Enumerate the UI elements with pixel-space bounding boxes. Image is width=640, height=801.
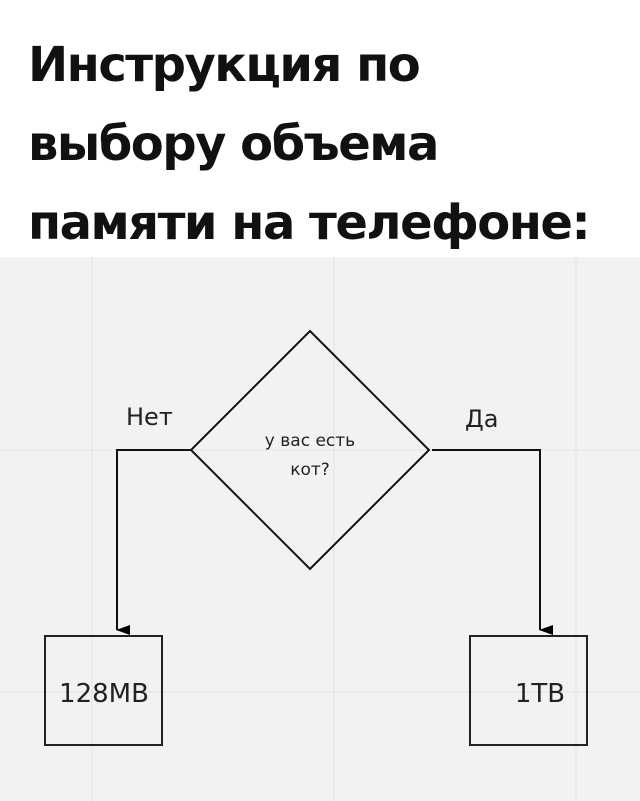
result-box-no: [44, 635, 163, 746]
yes-label: Да: [465, 405, 498, 433]
title-line-2: выбору объема: [28, 116, 439, 172]
decision-diamond: [189, 329, 431, 571]
grid-lines: [0, 257, 640, 801]
result-no-text: 128MB: [59, 679, 149, 709]
page-title: Инструкция по выбору объема памяти на те…: [28, 26, 628, 263]
decision-question-line2: кот?: [290, 460, 330, 480]
flowchart-canvas: Нет Да у вас есть кот? 128MB 1TB: [0, 257, 640, 801]
result-box-yes: [469, 635, 588, 746]
flowchart: Нет Да у вас есть кот? 128MB 1TB: [0, 257, 640, 801]
no-label: Нет: [126, 403, 173, 431]
decision-question-line1: у вас есть: [265, 431, 355, 451]
title-line-1: Инструкция по: [28, 37, 421, 93]
no-connector: [116, 449, 191, 635]
result-yes-text: 1TB: [515, 679, 565, 709]
yes-connector: [432, 449, 553, 635]
title-line-3: памяти на телефоне:: [28, 195, 591, 251]
